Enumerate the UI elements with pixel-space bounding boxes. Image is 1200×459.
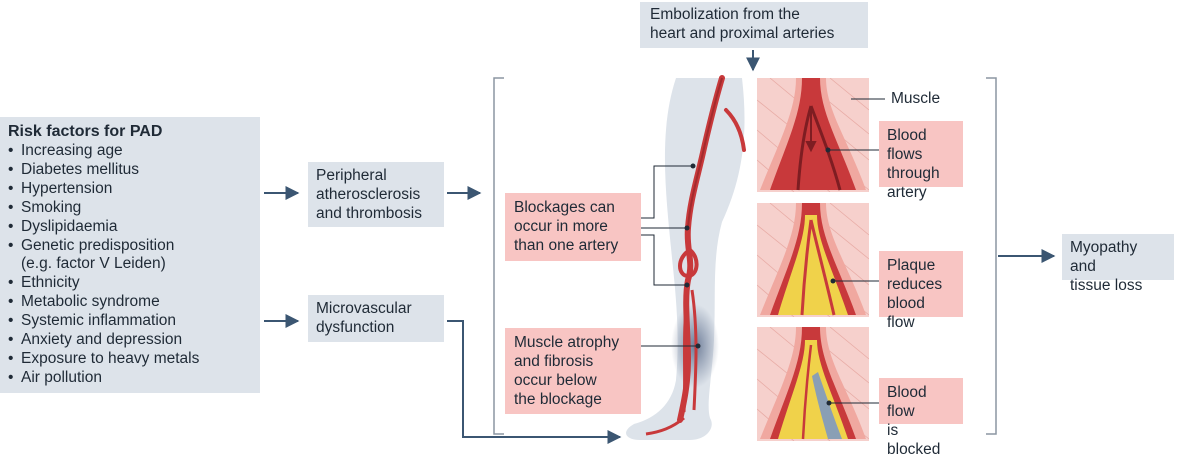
blockages-label: Blockages can occur in more than one art… xyxy=(505,193,641,261)
risk-factor-item: Hypertension xyxy=(8,180,254,199)
risk-factor-item: Anxiety and depression xyxy=(8,331,254,350)
muscle-label: Muscle xyxy=(891,90,941,107)
risk-factor-item: Systemic inflammation xyxy=(8,312,254,331)
diagram-graphics xyxy=(264,50,1056,444)
risk-factors-title: Risk factors for PAD xyxy=(8,123,163,140)
left-bracket xyxy=(493,77,504,435)
risk-factor-item: Air pollution xyxy=(8,369,254,388)
risk-factor-item: Dyslipidaemia xyxy=(8,218,254,237)
artery-panel-blocked xyxy=(757,327,869,441)
embolization-label: Embolization from the heart and proximal… xyxy=(640,2,868,48)
blood-flows-label: Blood flows through artery xyxy=(879,121,963,201)
risk-factor-item: Diabetes mellitus xyxy=(8,161,254,180)
leader-blockage-3 xyxy=(641,234,687,286)
risk-factor-item: Smoking xyxy=(8,199,254,218)
muscle-atrophy-label: Muscle atrophy and fibrosis occur below … xyxy=(505,328,641,414)
plaque-label: Plaque reduces blood flow xyxy=(879,251,963,331)
risk-factor-item: Metabolic syndrome xyxy=(8,293,254,312)
blood-flow-blocked-label: Blood flow is blocked xyxy=(879,378,963,458)
leg-illustration xyxy=(626,75,746,440)
artery-panel-normal xyxy=(757,78,869,192)
myopathy-label: Myopathy and tissue loss xyxy=(1062,234,1174,294)
artery-panel-plaque xyxy=(757,203,869,317)
risk-factor-item: Ethnicity xyxy=(8,274,254,293)
microvascular-dysfunction-label: Microvascular dysfunction xyxy=(308,295,444,342)
risk-factor-item: Genetic predisposition (e.g. factor V Le… xyxy=(8,237,254,275)
arrow-microvascular-to-foot xyxy=(447,320,622,444)
right-bracket xyxy=(986,77,997,435)
risk-factor-item: Exposure to heavy metals xyxy=(8,350,254,369)
peripheral-atherosclerosis-label: Peripheral atherosclerosis and thrombosi… xyxy=(308,162,444,227)
leader-blockage-1 xyxy=(641,165,693,219)
risk-factors-list: Increasing age Diabetes mellitus Hyperte… xyxy=(8,142,254,388)
risk-factor-item: Increasing age xyxy=(8,142,254,161)
risk-factors-box: Risk factors for PAD Increasing age Diab… xyxy=(0,117,260,393)
